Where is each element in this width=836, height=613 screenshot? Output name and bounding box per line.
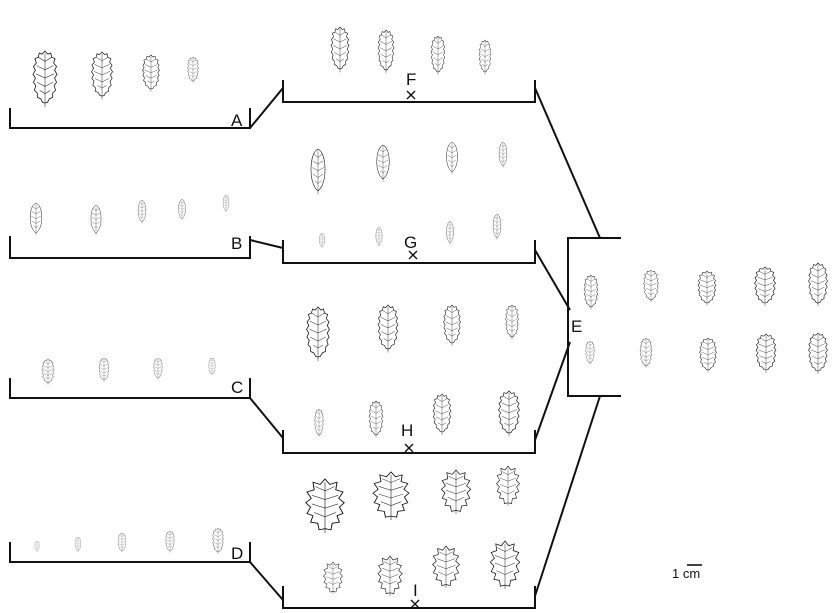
group-g: G <box>282 141 536 264</box>
label-i: I <box>413 581 418 600</box>
bracket-f <box>282 80 536 103</box>
leaf-f4 <box>478 39 492 75</box>
label-h: H <box>401 421 413 440</box>
cross-mark-g <box>408 250 418 260</box>
leaf-a3 <box>142 54 160 92</box>
leaf-i2 <box>372 471 410 521</box>
leaf-e9 <box>808 262 828 307</box>
leaf-e3 <box>643 269 659 303</box>
bracket-e <box>567 237 621 397</box>
leaf-b5 <box>222 194 230 213</box>
leaf-h7 <box>432 393 452 436</box>
scale-bar: 1 cm <box>672 564 702 581</box>
leaf-i8 <box>489 540 521 590</box>
group-c: C <box>9 357 251 399</box>
leaf-e2 <box>585 340 595 365</box>
leaf-e7 <box>754 266 776 307</box>
leaf-f3 <box>430 35 446 76</box>
leaf-c1 <box>41 358 55 386</box>
leaf-d5 <box>212 527 224 555</box>
bracket-h <box>282 430 536 454</box>
leaf-a1 <box>32 50 58 108</box>
leaf-d2 <box>74 536 82 553</box>
bracket-c <box>9 378 251 399</box>
leaf-e8 <box>755 333 777 374</box>
leaf-g7 <box>446 220 454 245</box>
group-h: H <box>282 304 536 454</box>
leaf-c2 <box>98 357 110 382</box>
leaf-a4 <box>187 56 199 84</box>
leaf-e4 <box>639 337 653 369</box>
leaf-c4 <box>208 357 216 376</box>
leaf-f2 <box>377 29 395 74</box>
group-i: I <box>282 465 536 609</box>
bracket-a <box>9 108 251 129</box>
group-b: B <box>9 194 251 259</box>
leaf-g2 <box>376 144 390 182</box>
leaf-i3 <box>440 469 472 515</box>
leaf-d4 <box>165 530 175 553</box>
group-f: F <box>282 26 536 103</box>
leaf-g4 <box>498 141 508 169</box>
leaf-a2 <box>91 51 113 100</box>
leaf-c3 <box>153 357 163 380</box>
leaf-g6 <box>375 226 383 247</box>
label-d: D <box>231 544 243 563</box>
link-b-g <box>249 239 284 249</box>
label-c: C <box>231 378 243 397</box>
leaf-i7 <box>432 545 460 589</box>
leaf-e1 <box>583 274 599 310</box>
bracket-b <box>9 236 251 259</box>
leaf-h2 <box>377 304 399 353</box>
leaf-i5 <box>323 561 343 595</box>
leaf-e5 <box>697 270 717 306</box>
leaf-i1 <box>305 478 345 534</box>
link-f-e <box>534 87 601 239</box>
leaf-h6 <box>368 400 384 438</box>
leaf-h5 <box>314 408 324 438</box>
leaf-i4 <box>496 465 520 507</box>
link-a-f <box>249 87 284 129</box>
leaf-e6 <box>699 337 717 373</box>
bracket-d <box>9 542 251 563</box>
leaf-e10 <box>808 332 828 375</box>
label-b: B <box>231 234 242 253</box>
link-g-e <box>534 249 571 311</box>
bracket-i <box>282 586 536 609</box>
leaf-g3 <box>446 141 458 175</box>
cross-mark-h <box>404 443 414 453</box>
leaf-h4 <box>505 304 519 340</box>
group-e: E <box>567 237 828 397</box>
link-c-h <box>249 397 284 439</box>
label-a: A <box>231 111 243 130</box>
leaf-g8 <box>492 213 502 241</box>
label-g: G <box>404 233 417 252</box>
link-h-e <box>534 341 571 441</box>
group-a: A <box>9 50 251 130</box>
leaf-b3 <box>137 199 147 224</box>
link-d-i <box>249 561 284 601</box>
leaf-i6 <box>377 555 403 597</box>
cross-mark-f <box>406 90 416 100</box>
link-i-e <box>534 395 601 597</box>
group-d: D <box>9 527 251 563</box>
cross-mark-i <box>410 599 420 609</box>
leaf-b4 <box>178 198 186 221</box>
leaf-g1 <box>310 148 326 195</box>
scale-bar-label: 1 cm <box>672 566 700 581</box>
leaf-h3 <box>443 304 461 347</box>
leaf-h8 <box>498 390 520 437</box>
leaf-h1 <box>306 306 330 362</box>
leaf-g5 <box>319 232 325 249</box>
leaf-b1 <box>29 202 43 236</box>
leaf-b2 <box>90 204 102 236</box>
label-e: E <box>571 317 582 336</box>
leaf-f1 <box>330 26 350 73</box>
label-f: F <box>406 70 416 89</box>
leaf-d3 <box>117 532 127 553</box>
leaf-d1 <box>34 540 40 552</box>
